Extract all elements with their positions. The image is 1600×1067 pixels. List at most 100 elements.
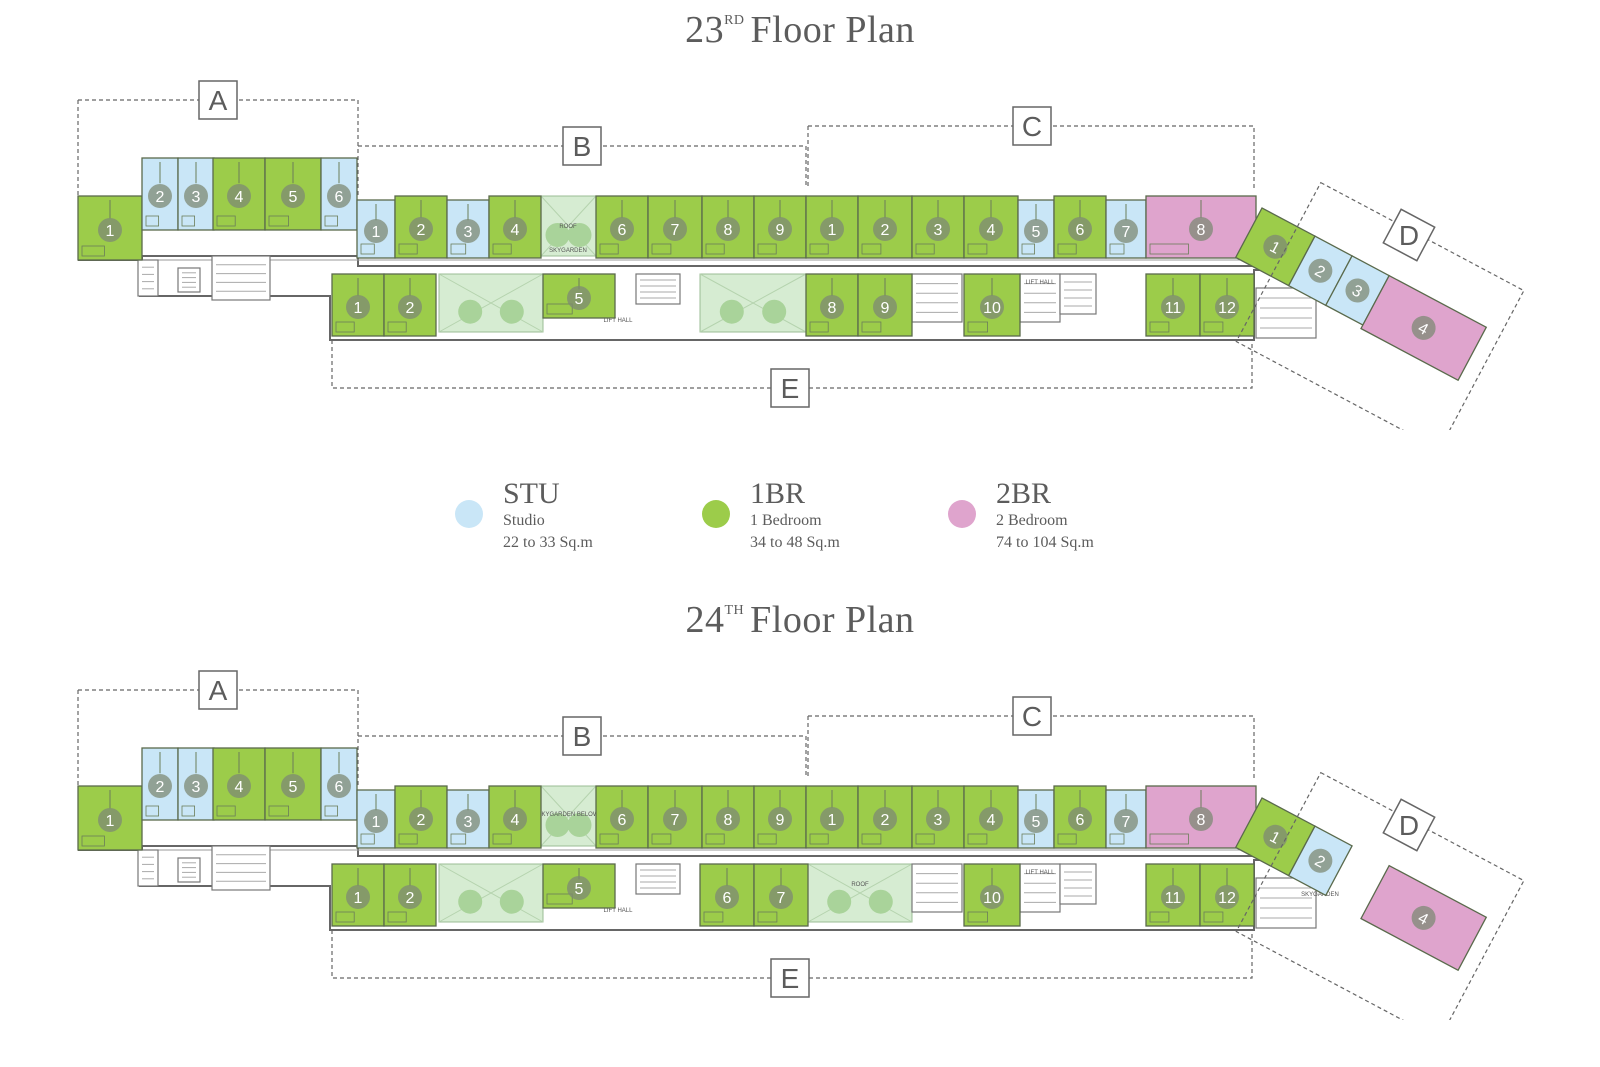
- stair-core: [1255, 287, 1317, 339]
- unit-number-badge: [716, 217, 740, 241]
- legend-code: 2BR: [996, 477, 1052, 510]
- stair-core: [137, 259, 159, 297]
- unit-bath: [81, 835, 105, 847]
- unit-number-badge: [663, 217, 687, 241]
- unit-e-10: 10: [963, 863, 1021, 927]
- area-label: SKYGARDEN: [549, 248, 587, 254]
- unit-number-badge: [980, 885, 1004, 909]
- stair-core-rect: [137, 849, 159, 887]
- unit-bath: [1203, 911, 1224, 923]
- unit-bath: [335, 911, 355, 923]
- unit-number: 8: [1197, 222, 1206, 239]
- unit-bath: [861, 833, 882, 845]
- unit-number: 1: [106, 813, 115, 830]
- unit-number: 7: [777, 890, 786, 907]
- legend-area: 34 to 48 Sq.m: [750, 534, 840, 551]
- zone-label-box: [562, 716, 602, 756]
- unit-number: 3: [464, 814, 473, 831]
- unit-b-7: 7: [647, 785, 703, 849]
- unit-number-badge: [98, 218, 122, 242]
- unit-number-badge: [346, 295, 370, 319]
- unit-a-4: 4: [212, 747, 266, 821]
- area-label: LIFT HALL: [604, 908, 634, 914]
- zone-boundary: [77, 689, 359, 786]
- unit-bath: [181, 805, 196, 817]
- stair-core: [211, 255, 271, 301]
- zone-label-b: B: [573, 721, 592, 752]
- legend-name: 1 Bedroom: [750, 512, 822, 529]
- unit-c-2: 2: [857, 785, 913, 849]
- unit-e-2: 2: [383, 863, 437, 927]
- unit-d-4: 4: [1360, 274, 1488, 382]
- unit-e-1: 1: [331, 273, 385, 337]
- unit-number: 1: [828, 812, 837, 829]
- unit-b-4: 4: [488, 785, 542, 849]
- tree-icon: [499, 889, 524, 914]
- unit-a-1: 1: [77, 785, 143, 851]
- unit-number-badge: [409, 217, 433, 241]
- stair-core: [635, 273, 681, 305]
- unit-number: 10: [983, 890, 1001, 907]
- stair-core: [1019, 273, 1061, 323]
- legend-name: Studio: [503, 512, 545, 529]
- unit-number: 9: [881, 300, 890, 317]
- unit-e-11: 11: [1145, 273, 1201, 337]
- unit-c-8: 8: [1145, 195, 1257, 259]
- stair-core-rect: [177, 857, 201, 883]
- unit-b-4: 4: [488, 195, 542, 259]
- zone-label-box: [562, 126, 602, 166]
- wing-d: 124: [1234, 771, 1525, 1020]
- unit-bath: [546, 893, 573, 905]
- unit-number-badge: [364, 219, 388, 243]
- unit-bath: [1203, 321, 1224, 333]
- stair-core: [635, 863, 681, 895]
- unit-number-badge: [567, 876, 591, 900]
- garden-diagonal: [438, 863, 544, 923]
- unit-number-badge: [227, 774, 251, 798]
- unit-a-5: 5: [264, 157, 322, 231]
- legend-code: STU: [503, 477, 560, 510]
- unit-number-badge: [327, 774, 351, 798]
- unit-number-badge: [1411, 905, 1436, 930]
- unit-number-badge: [1345, 278, 1370, 303]
- unit-c-2: 2: [857, 195, 913, 259]
- unit-number-badge: [227, 184, 251, 208]
- zone-label-box: [770, 368, 810, 408]
- unit-number: 4: [511, 812, 520, 829]
- unit-number: 6: [1076, 222, 1085, 239]
- unit-bath: [1149, 321, 1170, 333]
- tree-icon: [499, 299, 524, 324]
- unit-number-badge: [979, 217, 1003, 241]
- unit-number-badge: [715, 885, 739, 909]
- zone-label-c: C: [1022, 111, 1042, 142]
- unit-b-1: 1: [356, 199, 396, 259]
- unit-a-1: 1: [77, 195, 143, 261]
- stair-core-rect: [911, 273, 963, 323]
- unit-number-badge: [1215, 885, 1239, 909]
- legend-area: 22 to 33 Sq.m: [503, 534, 593, 551]
- unit-number-badge: [184, 774, 208, 798]
- unit-e-11: 11: [1145, 863, 1201, 927]
- unit-number-badge: [456, 219, 480, 243]
- zone-label-c: C: [1022, 701, 1042, 732]
- unit-bath: [861, 321, 882, 333]
- unit-e-8: 8: [805, 273, 859, 337]
- unit-b-3: 3: [446, 199, 490, 259]
- unit-c-1: 1: [805, 195, 859, 259]
- unit-bath: [599, 243, 619, 255]
- unit-bath: [703, 911, 724, 923]
- area-label: SKYGARDEN: [1301, 892, 1339, 898]
- unit-bath: [651, 243, 672, 255]
- unit-d-3: 3: [1324, 255, 1391, 326]
- tree-icon: [545, 813, 570, 837]
- unit-a-2: 2: [141, 747, 179, 821]
- unit-number-badge: [926, 807, 950, 831]
- unit-number: 5: [1032, 224, 1041, 241]
- area-label: LIFT HALL: [1026, 870, 1056, 876]
- area-label: ROOF: [851, 882, 869, 888]
- unit-b-7: 7: [647, 195, 703, 259]
- zone-label-b: B: [573, 131, 592, 162]
- area-label: ROOF: [559, 224, 577, 230]
